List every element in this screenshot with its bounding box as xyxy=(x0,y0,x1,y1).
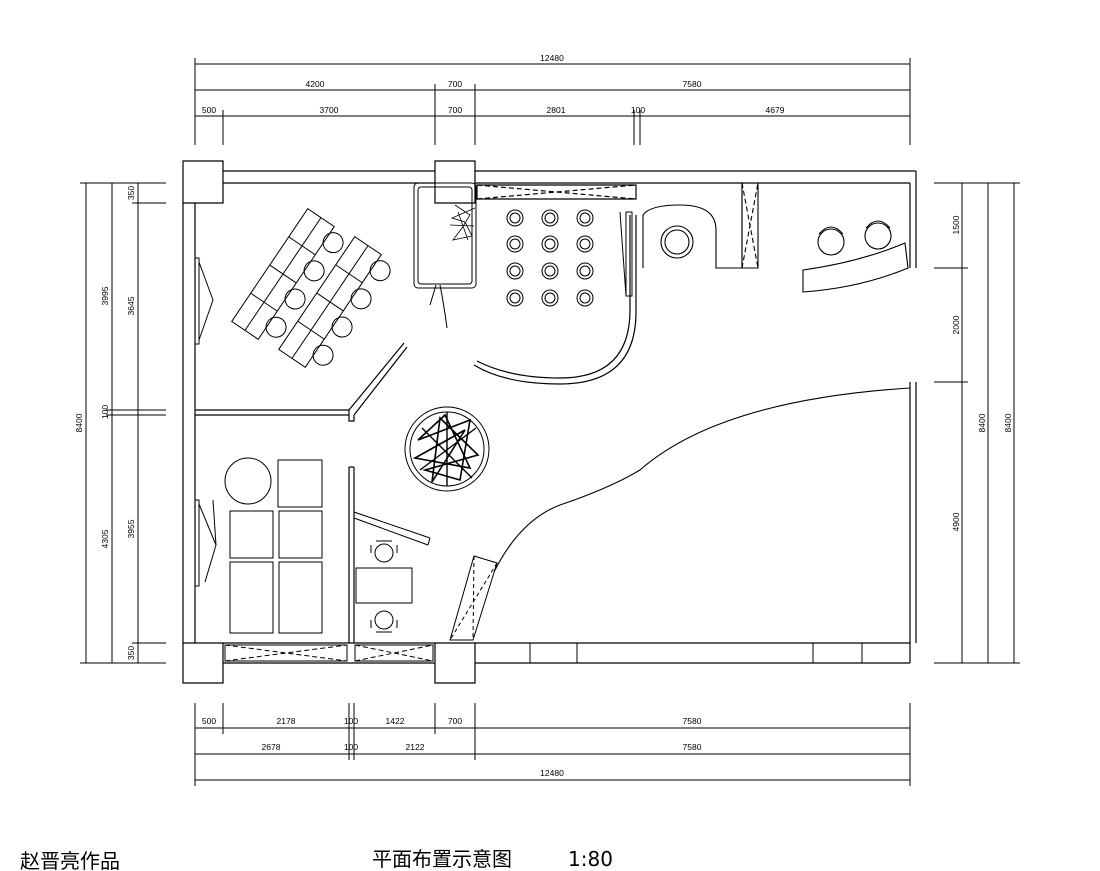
dim-left-100: 100 xyxy=(100,405,110,419)
dim-top-100: 100 xyxy=(631,105,645,115)
round-display-feature xyxy=(405,407,489,491)
dim-top-4200: 4200 xyxy=(306,79,325,89)
chair xyxy=(507,290,523,306)
dim-right-1500: 1500 xyxy=(951,215,961,234)
column-top-left xyxy=(183,161,223,203)
desk-cluster-b xyxy=(279,237,397,378)
dim-left-8400: 8400 xyxy=(74,413,84,432)
chair xyxy=(577,290,593,306)
chair xyxy=(577,210,593,226)
right-dimension-lines xyxy=(934,183,1020,663)
dim-bot-2178: 2178 xyxy=(277,716,296,726)
columns xyxy=(183,161,475,683)
lounge-lower-left xyxy=(225,458,322,633)
dim-top-3700: 3700 xyxy=(320,105,339,115)
dim-bot-overall: 12480 xyxy=(540,768,564,778)
dim-bot-7580a: 7580 xyxy=(683,716,702,726)
reception-counter xyxy=(803,221,908,292)
column-top-center xyxy=(435,161,475,203)
left-dimension-lines xyxy=(80,183,166,663)
round-table xyxy=(225,458,271,504)
column-bottom-left xyxy=(183,643,223,683)
doors xyxy=(195,212,632,640)
dim-bot-500: 500 xyxy=(202,716,216,726)
column-bottom-center xyxy=(435,643,475,683)
dim-bot-1422: 1422 xyxy=(386,716,405,726)
dim-left-350a: 350 xyxy=(126,186,136,200)
interior-partitions xyxy=(195,185,636,643)
chair xyxy=(507,263,523,279)
meeting-chairs xyxy=(507,210,593,306)
workstations-upper-left xyxy=(232,209,397,378)
dim-left-4305: 4305 xyxy=(100,529,110,548)
chair xyxy=(542,236,558,252)
open-area-curve xyxy=(494,388,910,572)
storage-unit xyxy=(414,183,476,328)
dim-right-8400a: 8400 xyxy=(977,413,987,432)
chair xyxy=(577,263,593,279)
dim-top-700a: 700 xyxy=(448,79,462,89)
chair xyxy=(542,290,558,306)
dim-top-500: 500 xyxy=(202,105,216,115)
drawing-scale: 1:80 xyxy=(568,847,613,871)
chair xyxy=(661,226,693,258)
dim-bot-100b: 100 xyxy=(344,742,358,752)
dim-top-7580: 7580 xyxy=(683,79,702,89)
dim-right-8400b: 8400 xyxy=(1003,413,1013,432)
chair xyxy=(507,210,523,226)
chair xyxy=(507,236,523,252)
chair xyxy=(371,611,397,632)
chair xyxy=(371,541,397,562)
dim-bot-2122: 2122 xyxy=(406,742,425,752)
dim-left-3955: 3955 xyxy=(126,519,136,538)
bottom-cabinets xyxy=(225,643,862,663)
dim-left-350b: 350 xyxy=(126,646,136,660)
exterior-walls xyxy=(183,171,916,663)
drawing-title: 平面布置示意图 xyxy=(372,847,512,871)
dim-right-4900: 4900 xyxy=(951,512,961,531)
dim-left-3995: 3995 xyxy=(100,286,110,305)
dim-right-2000: 2000 xyxy=(951,315,961,334)
dim-left-3645: 3645 xyxy=(126,296,136,315)
dim-bot-700: 700 xyxy=(448,716,462,726)
dim-top-4679: 4679 xyxy=(766,105,785,115)
chair xyxy=(818,227,844,255)
chair xyxy=(542,263,558,279)
chair xyxy=(542,210,558,226)
desk-cluster-a xyxy=(232,209,350,350)
dim-bot-2678: 2678 xyxy=(262,742,281,752)
plant-icon xyxy=(450,205,475,240)
dim-bot-7580b: 7580 xyxy=(683,742,702,752)
dim-top-overall: 12480 xyxy=(540,53,564,63)
chair xyxy=(865,221,891,249)
chair xyxy=(577,236,593,252)
top-dimension-lines xyxy=(195,58,910,145)
dim-top-700b: 700 xyxy=(448,105,462,115)
dim-top-2801: 2801 xyxy=(547,105,566,115)
small-office xyxy=(356,541,412,632)
manager-office xyxy=(643,183,758,268)
author-label: 赵晋亮作品 xyxy=(20,849,120,871)
dim-bot-100a: 100 xyxy=(344,716,358,726)
bottom-dimension-lines xyxy=(195,703,910,786)
